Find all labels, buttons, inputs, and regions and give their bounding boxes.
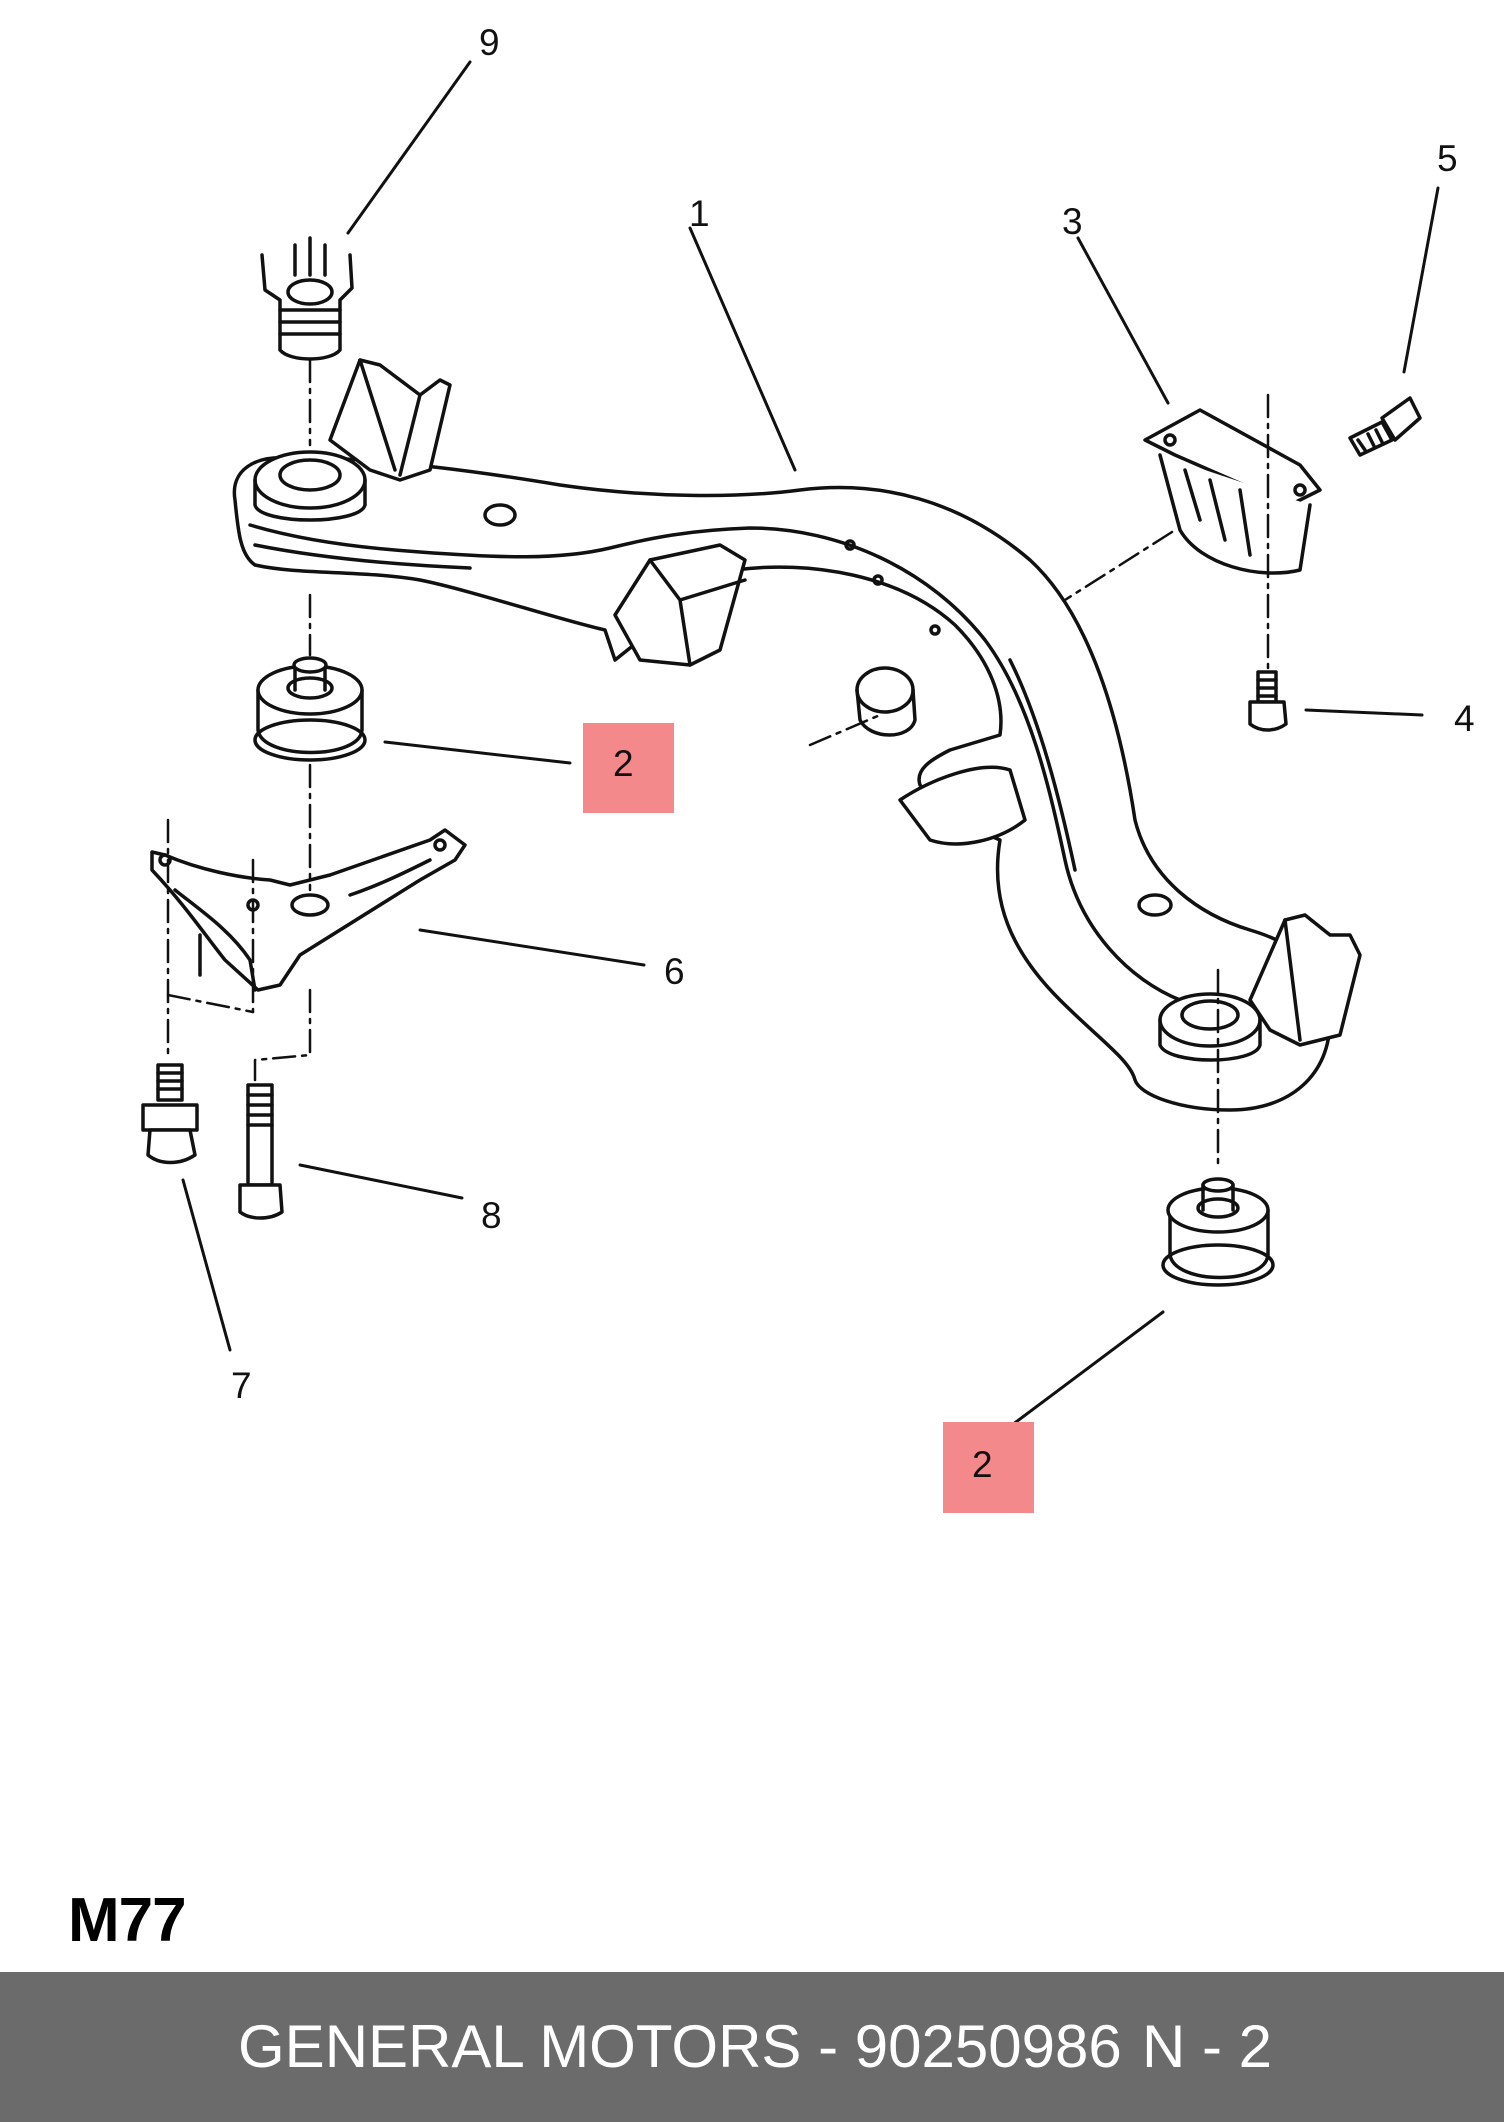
- bracket-part-6: [150, 828, 467, 992]
- bolt-part-7: [141, 1063, 199, 1165]
- callout-3: 3: [1062, 201, 1083, 242]
- clip-part: [260, 236, 354, 361]
- highlight-box-upper: [583, 723, 674, 813]
- parts-diagram: 9 1 3 5 4 2 6 8 7 2: [141, 22, 1475, 1513]
- callout-9: 9: [479, 22, 500, 63]
- mount-part: [1143, 408, 1322, 575]
- leader-lines: [181, 60, 1440, 1430]
- bolt-part-4: [1248, 670, 1288, 732]
- subframe-part: [232, 358, 1362, 1112]
- callout-6: 6: [664, 951, 685, 992]
- stud-part-8: [238, 1083, 284, 1220]
- bolt-part-5: [1348, 396, 1422, 457]
- bushing-lower: [1161, 1177, 1275, 1287]
- highlight-box-lower: [943, 1422, 1034, 1513]
- bushing-upper: [253, 656, 367, 762]
- callout-1: 1: [689, 193, 710, 234]
- footer-bar: GENERAL MOTORS - 90250986 N - 2: [0, 1972, 1504, 2122]
- page-code: M77: [68, 1886, 187, 1955]
- callout-4: 4: [1454, 698, 1475, 739]
- callout-7: 7: [231, 1365, 252, 1406]
- callout-2-upper: 2: [613, 743, 634, 784]
- footer-code: N - 2: [1142, 2013, 1273, 2080]
- footer-title: GENERAL MOTORS - 90250986: [238, 2013, 1122, 2080]
- callout-8: 8: [481, 1195, 502, 1236]
- callout-5: 5: [1437, 138, 1458, 179]
- callout-2-lower: 2: [972, 1444, 993, 1485]
- assembly-axes: [166, 358, 1270, 1167]
